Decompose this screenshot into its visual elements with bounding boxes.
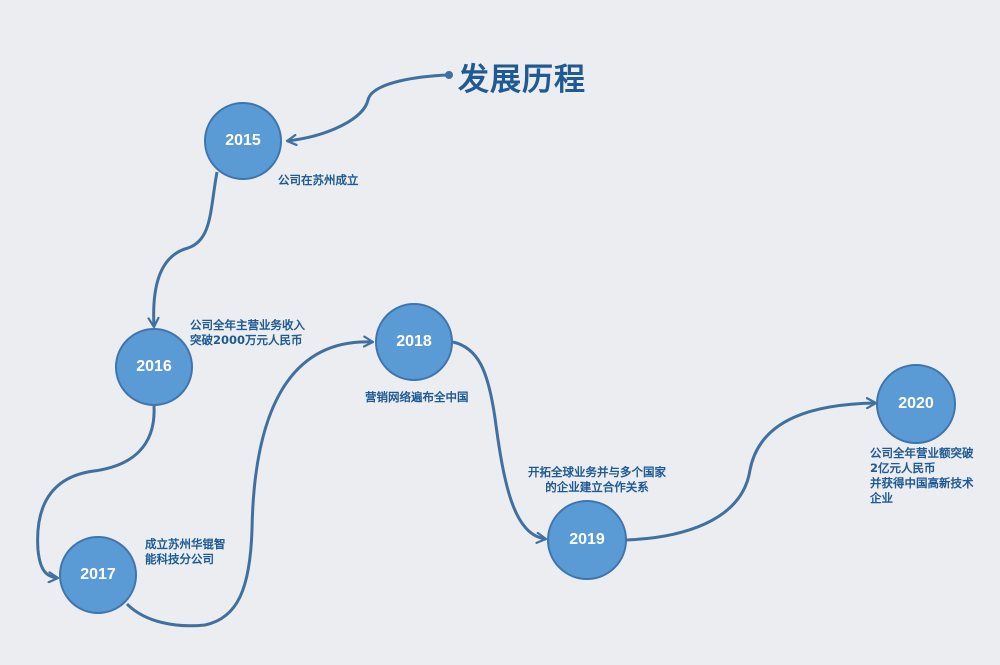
milestone-2018-node: 2018 <box>375 303 453 381</box>
description-line: 2亿元人民币 <box>870 461 936 475</box>
milestone-2017-description: 成立苏州华锟智 能科技分公司 <box>145 537 226 567</box>
description-line: 企业 <box>870 491 893 505</box>
milestone-2016-node: 2016 <box>115 328 193 406</box>
description-line: 公司全年主营业务收入 <box>190 318 305 332</box>
milestone-year: 2016 <box>136 358 172 375</box>
milestone-2019-description: 开拓全球业务并与多个国家 的企业建立合作关系 <box>528 465 666 495</box>
connector-2018-2019 <box>452 340 546 539</box>
description-line: 公司在苏州成立 <box>278 173 359 187</box>
milestone-year: 2020 <box>898 395 934 412</box>
milestone-2018-description: 营销网络遍布全中国 <box>365 390 469 405</box>
description-line: 并获得中国高新技术 <box>870 476 974 490</box>
page-title: 发展历程 <box>458 62 586 98</box>
milestone-2020-node: 2020 <box>876 364 956 444</box>
milestone-year: 2015 <box>225 132 261 149</box>
description-line: 成立苏州华锟智 <box>145 537 226 551</box>
milestone-year: 2017 <box>80 566 116 583</box>
milestone-2015-description: 公司在苏州成立 <box>278 173 359 188</box>
connector-title-2015 <box>287 73 450 141</box>
milestone-2019-node: 2019 <box>547 500 627 580</box>
connector-2017-2018 <box>125 342 373 628</box>
connector-2019-2020 <box>625 403 876 542</box>
milestone-2015-node: 2015 <box>204 102 282 180</box>
description-line: 能科技分公司 <box>145 552 214 566</box>
connector-2015-2016 <box>154 171 219 327</box>
milestone-2016-description: 公司全年主营业务收入 突破2000万元人民币 <box>190 318 305 348</box>
connector-2016-2017 <box>36 405 156 578</box>
description-line: 突破2000万元人民币 <box>190 333 303 347</box>
milestone-2020-description: 公司全年营业额突破 2亿元人民币 并获得中国高新技术 企业 <box>870 446 974 506</box>
description-line: 的企业建立合作关系 <box>545 480 649 494</box>
milestone-year: 2018 <box>396 333 432 350</box>
milestone-year: 2019 <box>569 531 605 548</box>
milestone-2017-node: 2017 <box>59 536 137 614</box>
description-line: 开拓全球业务并与多个国家 <box>528 465 666 479</box>
description-line: 营销网络遍布全中国 <box>365 390 469 404</box>
description-line: 公司全年营业额突破 <box>870 446 974 460</box>
